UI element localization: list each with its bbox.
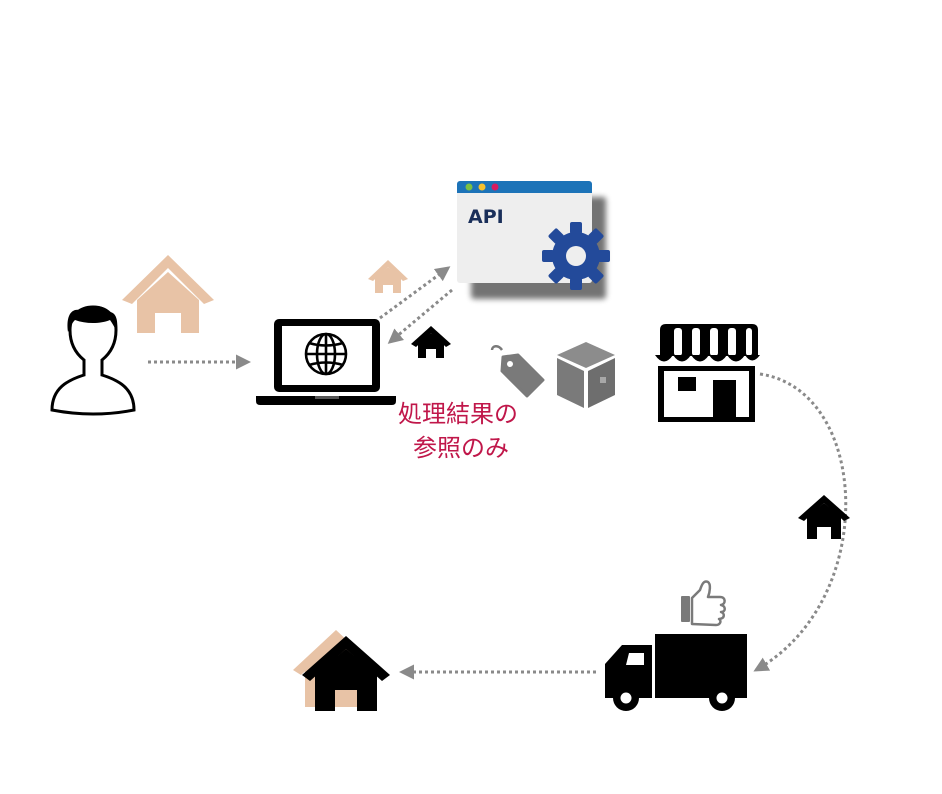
window-dot-green bbox=[465, 183, 473, 191]
store-icon bbox=[655, 324, 760, 422]
arrow-laptop-to-api bbox=[379, 266, 451, 320]
api-label: API bbox=[468, 206, 504, 228]
price-tag-icon bbox=[490, 345, 545, 398]
thumbs-up-icon bbox=[681, 580, 726, 627]
house-icon bbox=[122, 255, 214, 333]
window-dot-yellow bbox=[478, 183, 486, 191]
user-icon bbox=[50, 305, 136, 416]
arrow-api-to-laptop bbox=[387, 288, 453, 344]
destination-home-icon bbox=[293, 630, 390, 711]
caption-line-2: 参照のみ bbox=[413, 434, 509, 462]
box-icon bbox=[557, 342, 615, 408]
gear-icon bbox=[542, 222, 610, 290]
house-icon bbox=[411, 326, 451, 358]
house-icon bbox=[798, 495, 850, 539]
caption-line-1: 処理結果の bbox=[398, 400, 518, 428]
house-icon bbox=[368, 260, 408, 293]
truck-icon bbox=[605, 634, 747, 711]
globe-icon bbox=[304, 332, 348, 376]
window-dot-red bbox=[491, 183, 499, 191]
arrow-store-to-truck bbox=[753, 372, 848, 672]
